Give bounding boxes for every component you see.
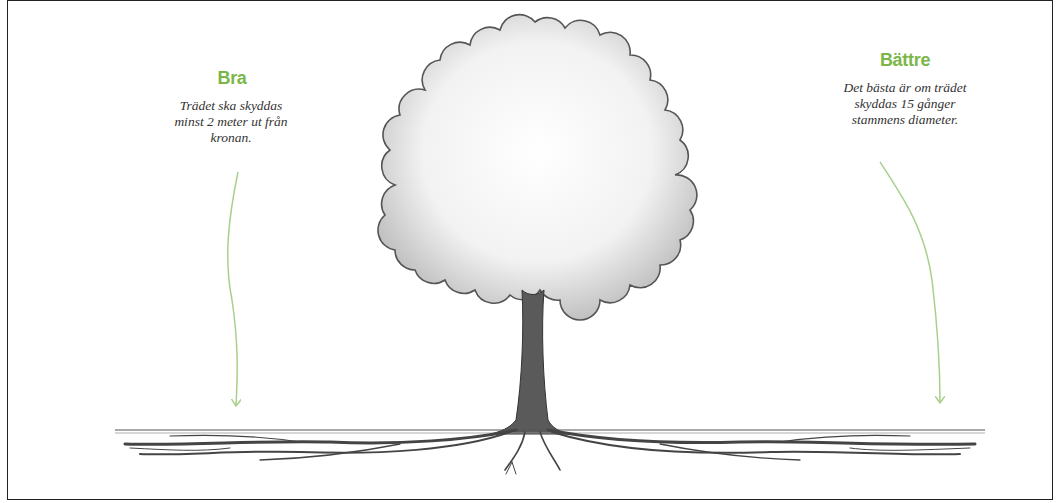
leader-arrow — [228, 172, 238, 405]
callout-heading: Bra — [172, 68, 292, 89]
tree-roots — [125, 430, 975, 474]
tree-trunk — [490, 290, 570, 434]
leader-arrow — [880, 162, 940, 402]
frame-border — [8, 1, 1053, 500]
callout-heading: Bättre — [835, 50, 975, 71]
callout-note: Det bästa är om trädet skyddas 15 gånger… — [835, 80, 975, 128]
callout-note: Trädet ska skyddas minst 2 meter ut från… — [172, 98, 290, 146]
ground-line — [115, 433, 985, 434]
tree-crown — [378, 15, 697, 320]
